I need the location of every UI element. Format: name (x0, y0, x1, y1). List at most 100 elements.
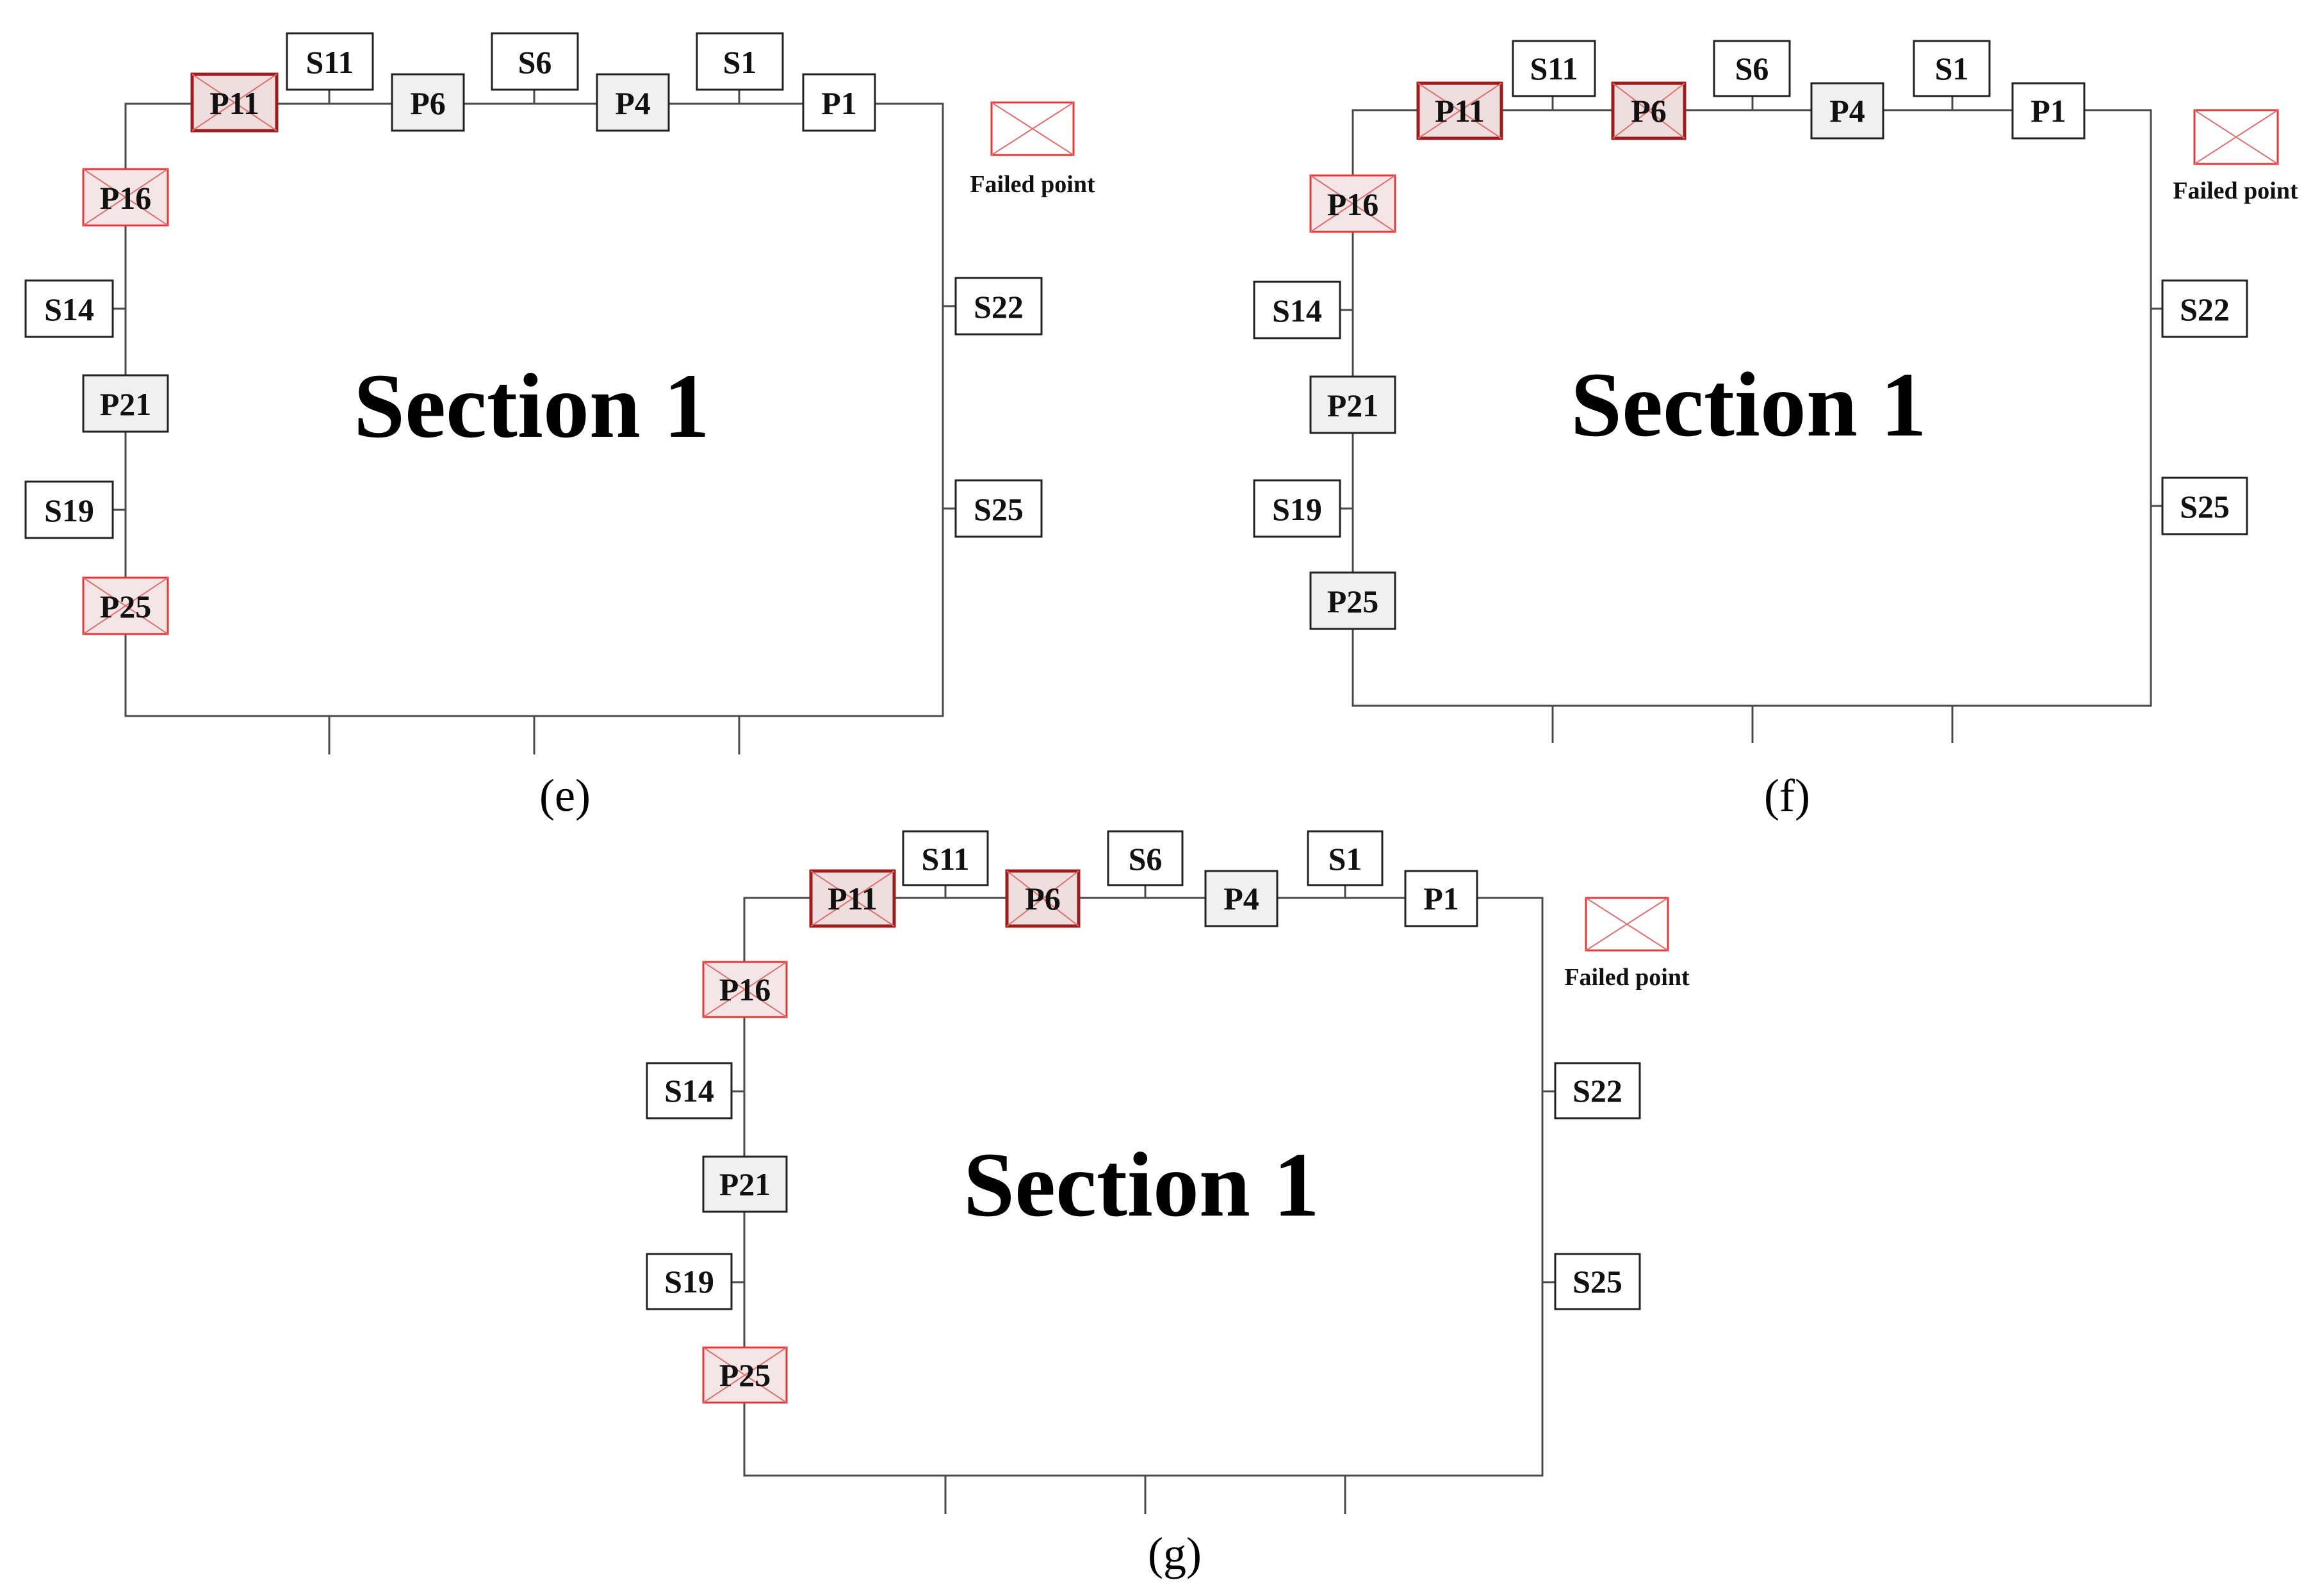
svg-text:P25: P25 (719, 1357, 771, 1393)
svg-text:S25: S25 (974, 491, 1024, 527)
sensor-S11: S11 (902, 830, 989, 886)
section-title: Section 1 (1571, 354, 1927, 456)
svg-text:P25: P25 (1327, 583, 1379, 619)
panel-e: Section 1 S11 S6 S1 P11 P6 P4 (24, 32, 1095, 821)
svg-text:P6: P6 (1631, 93, 1667, 129)
point-P11: P11 (1416, 81, 1503, 140)
sensor-S19: S19 (1253, 479, 1341, 538)
sensor-S14: S14 (1253, 281, 1341, 339)
legend-label: Failed point (1564, 964, 1690, 991)
sensor-S6: S6 (1107, 830, 1184, 886)
legend-failed-point: Failed point (970, 101, 1095, 198)
panel-caption: (e) (539, 770, 591, 821)
point-P6: P6 (1611, 81, 1687, 140)
svg-text:S1: S1 (723, 44, 757, 80)
svg-text:S22: S22 (1573, 1073, 1622, 1109)
point-P6: P6 (391, 73, 465, 132)
point-P16: P16 (702, 961, 788, 1018)
point-P16: P16 (82, 168, 169, 227)
point-P1: P1 (1404, 870, 1478, 927)
panel-f: Section 1 S11 S6 S1 P11 P6 P4 (1253, 40, 2298, 821)
sensor-S1: S1 (1307, 830, 1384, 886)
svg-text:P16: P16 (1327, 186, 1379, 222)
point-P25: P25 (702, 1346, 788, 1404)
svg-text:S25: S25 (1573, 1264, 1622, 1299)
point-P1: P1 (802, 73, 876, 132)
svg-text:S6: S6 (518, 44, 552, 80)
svg-text:P16: P16 (100, 180, 152, 216)
svg-text:S19: S19 (1272, 491, 1322, 527)
svg-text:S25: S25 (2180, 489, 2230, 525)
sensor-S25: S25 (954, 479, 1043, 538)
svg-text:P6: P6 (1025, 881, 1061, 916)
point-P21: P21 (702, 1155, 788, 1213)
legend-label: Failed point (970, 171, 1095, 198)
svg-text:S6: S6 (1735, 51, 1769, 86)
legend-failed-point: Failed point (1564, 897, 1690, 991)
svg-text:S19: S19 (664, 1264, 714, 1299)
point-P6: P6 (1005, 869, 1081, 928)
point-P21: P21 (82, 374, 169, 433)
svg-text:S14: S14 (664, 1073, 714, 1109)
svg-text:P25: P25 (100, 589, 152, 624)
svg-text:P4: P4 (1223, 881, 1259, 916)
svg-text:P1: P1 (2030, 93, 2066, 129)
svg-text:S1: S1 (1935, 51, 1969, 86)
svg-text:P11: P11 (209, 85, 259, 121)
sensor-S19: S19 (646, 1253, 733, 1310)
svg-text:S14: S14 (1272, 293, 1322, 329)
svg-text:P16: P16 (719, 972, 771, 1007)
svg-text:P11: P11 (1435, 93, 1485, 129)
point-P16: P16 (1309, 174, 1396, 233)
svg-text:P1: P1 (1423, 881, 1459, 916)
sensor-S1: S1 (696, 32, 784, 91)
sensor-S14: S14 (24, 279, 114, 338)
svg-text:P21: P21 (1327, 387, 1379, 423)
svg-text:S14: S14 (44, 291, 94, 327)
point-P21: P21 (1309, 375, 1396, 434)
sensor-S11: S11 (1512, 40, 1596, 97)
point-P25: P25 (82, 576, 169, 635)
svg-text:S1: S1 (1328, 841, 1362, 877)
point-P4: P4 (1810, 82, 1884, 140)
svg-text:S11: S11 (306, 44, 354, 80)
svg-text:S22: S22 (2180, 291, 2230, 327)
panel-g: Section 1 S11 S6 S1 P11 P6 P4 (646, 830, 1690, 1579)
sensor-S25: S25 (2161, 476, 2248, 535)
sensor-S11: S11 (286, 32, 374, 91)
sensor-S19: S19 (24, 480, 114, 539)
sensor-S1: S1 (1913, 40, 1991, 97)
sensor-S22: S22 (1554, 1062, 1641, 1120)
svg-text:P4: P4 (1829, 93, 1865, 129)
svg-text:P1: P1 (821, 85, 857, 121)
svg-text:P21: P21 (100, 386, 152, 422)
svg-text:S11: S11 (921, 841, 969, 877)
panel-caption: (f) (1764, 770, 1810, 821)
sensor-S6: S6 (1713, 40, 1791, 97)
legend-label: Failed point (2173, 177, 2298, 204)
point-P4: P4 (596, 73, 670, 132)
point-P11: P11 (190, 72, 279, 133)
svg-text:P11: P11 (828, 881, 878, 916)
svg-text:S11: S11 (1530, 51, 1578, 86)
legend-failed-point: Failed point (2173, 109, 2298, 204)
sensor-S22: S22 (2161, 279, 2248, 338)
point-P25: P25 (1309, 571, 1396, 630)
svg-text:S22: S22 (974, 289, 1024, 325)
svg-text:P21: P21 (719, 1166, 771, 1202)
svg-text:S19: S19 (44, 493, 94, 528)
point-P4: P4 (1204, 870, 1278, 927)
section-title: Section 1 (963, 1134, 1319, 1236)
sensor-S6: S6 (491, 32, 579, 91)
section-title: Section 1 (354, 355, 710, 457)
point-P11: P11 (809, 869, 896, 928)
svg-text:P4: P4 (615, 85, 651, 121)
sensor-S22: S22 (954, 277, 1043, 336)
point-P1: P1 (2011, 82, 2086, 140)
sensor-S14: S14 (646, 1062, 733, 1120)
svg-text:S6: S6 (1129, 841, 1163, 877)
svg-text:P6: P6 (410, 85, 446, 121)
sensor-S25: S25 (1554, 1253, 1641, 1310)
panel-caption: (g) (1148, 1528, 1202, 1579)
